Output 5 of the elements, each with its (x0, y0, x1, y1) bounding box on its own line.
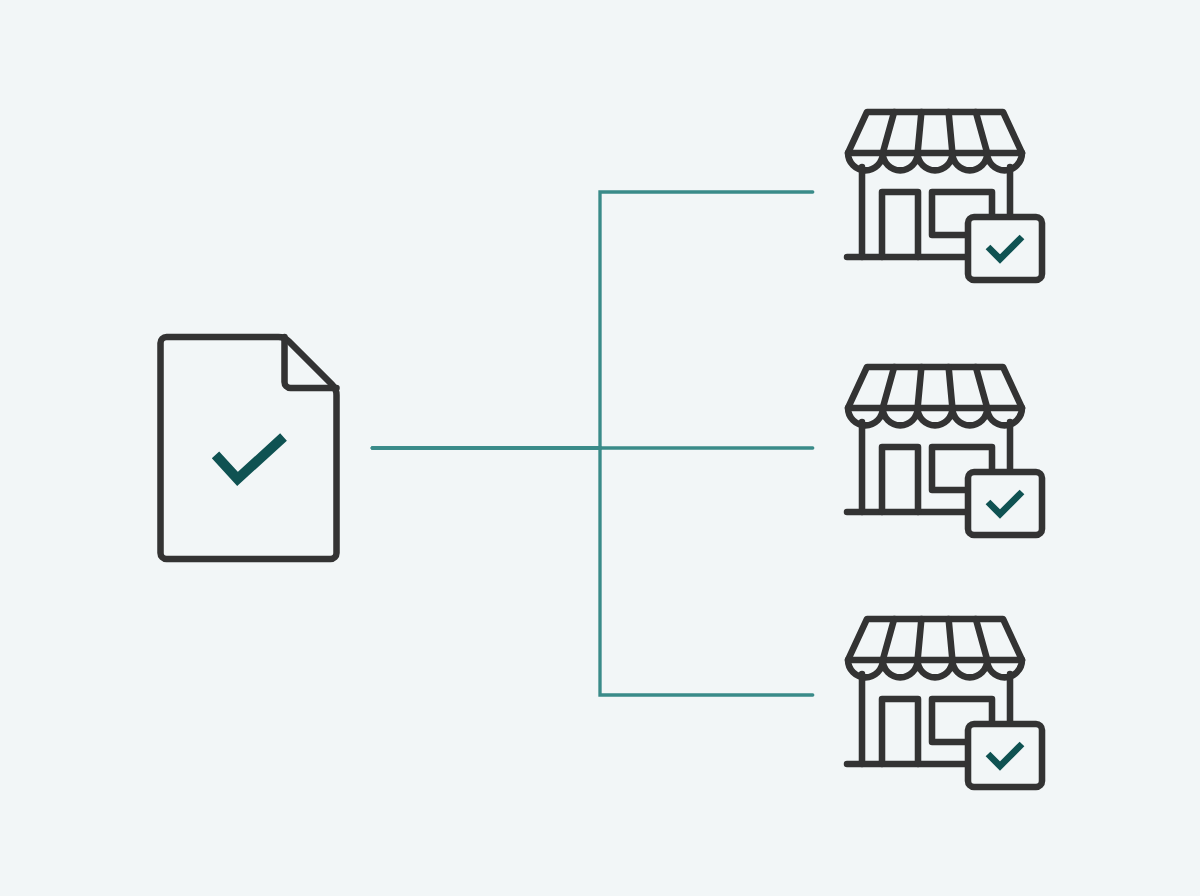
store-icon (843, 108, 1046, 284)
document-icon (157, 333, 340, 563)
store-icon (843, 363, 1046, 539)
connector-line (370, 446, 815, 697)
store-icon (843, 615, 1046, 791)
